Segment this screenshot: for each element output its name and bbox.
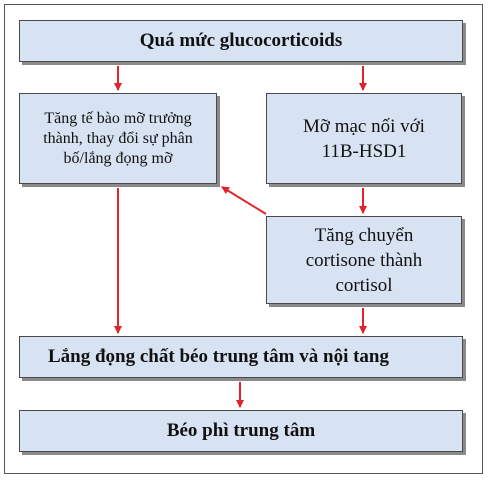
- box-glucocorticoid-excess-label: Quá mức glucocorticoids: [139, 30, 343, 51]
- box-omental-fat: Mỡ mạc nối với 11B-HSD1: [266, 93, 462, 184]
- box-central-obesity: Béo phì trung tâm: [19, 410, 463, 452]
- box-cortisone-conversion: Tăng chuyển cortisone thành cortisol: [266, 216, 462, 304]
- box-omental-fat-label: Mỡ mạc nối với 11B-HSD1: [303, 115, 425, 162]
- arrow-right2-to-left: [221, 186, 267, 215]
- box-central-fat-deposition-label: Lắng đọng chất béo trung tâm và nội tang: [48, 346, 389, 367]
- diagram-frame: [4, 4, 483, 474]
- box-mature-fat-cells: Tăng tế bào mỡ trưởng thành, thay đổi sự…: [19, 93, 217, 184]
- box-cortisone-conversion-label: Tăng chuyển cortisone thành cortisol: [305, 224, 423, 296]
- box-glucocorticoid-excess: Quá mức glucocorticoids: [19, 20, 463, 62]
- box-central-fat-deposition: Lắng đọng chất béo trung tâm và nội tang: [19, 336, 463, 378]
- box-mature-fat-cells-label: Tăng tế bào mỡ trưởng thành, thay đổi sự…: [43, 109, 193, 167]
- box-central-obesity-label: Béo phì trung tâm: [166, 420, 316, 441]
